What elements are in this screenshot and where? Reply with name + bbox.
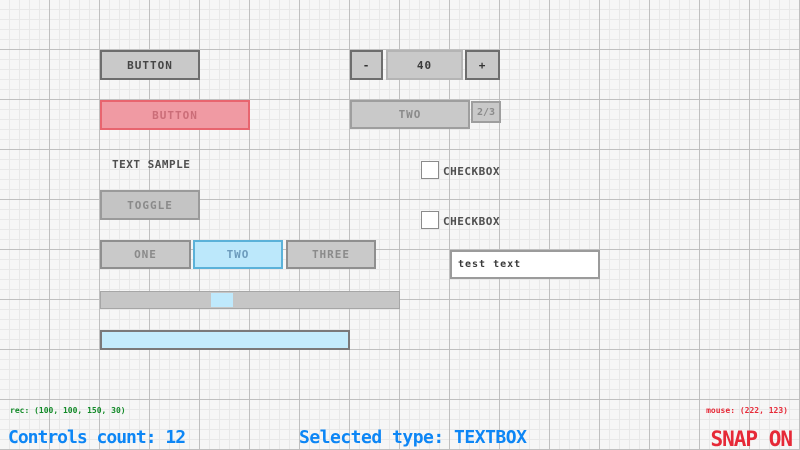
spinner-decrease-button[interactable]: - — [350, 50, 383, 80]
text-sample-label: TEXT SAMPLE — [112, 158, 191, 171]
status-rec: rec: (100, 100, 150, 30) — [10, 406, 126, 415]
spinner-increase-button[interactable]: + — [465, 50, 500, 80]
toggle-group-item-two[interactable]: TWO — [193, 240, 283, 269]
checkbox-2-label: CHECKBOX — [443, 215, 500, 228]
checkbox-1-label: CHECKBOX — [443, 165, 500, 178]
status-selected-type: Selected type: TEXTBOX — [299, 427, 527, 448]
dropdown-page-indicator: 2/3 — [471, 101, 501, 123]
progress-bar[interactable] — [100, 330, 350, 350]
toggle-button[interactable]: TOGGLE — [100, 190, 200, 220]
checkbox-2-box[interactable] — [421, 211, 439, 229]
button-selected[interactable]: BUTTON — [100, 100, 250, 130]
spinner-value[interactable]: 40 — [386, 50, 463, 80]
progress-bar-fill — [102, 332, 348, 348]
slider-thumb[interactable] — [211, 293, 233, 307]
textbox-input[interactable] — [450, 250, 600, 279]
status-mouse: mouse: (222, 123) — [706, 406, 788, 415]
dropdown-selected-option[interactable]: TWO — [350, 100, 470, 129]
slider-track[interactable] — [100, 291, 400, 309]
toggle-group-item-three[interactable]: THREE — [286, 240, 376, 269]
toggle-group-item-one[interactable]: ONE — [100, 240, 191, 269]
status-controls-count: Controls count: 12 — [8, 427, 186, 448]
button-normal[interactable]: BUTTON — [100, 50, 200, 80]
status-snap: SNAP ON — [710, 427, 793, 450]
checkbox-1-box[interactable] — [421, 161, 439, 179]
